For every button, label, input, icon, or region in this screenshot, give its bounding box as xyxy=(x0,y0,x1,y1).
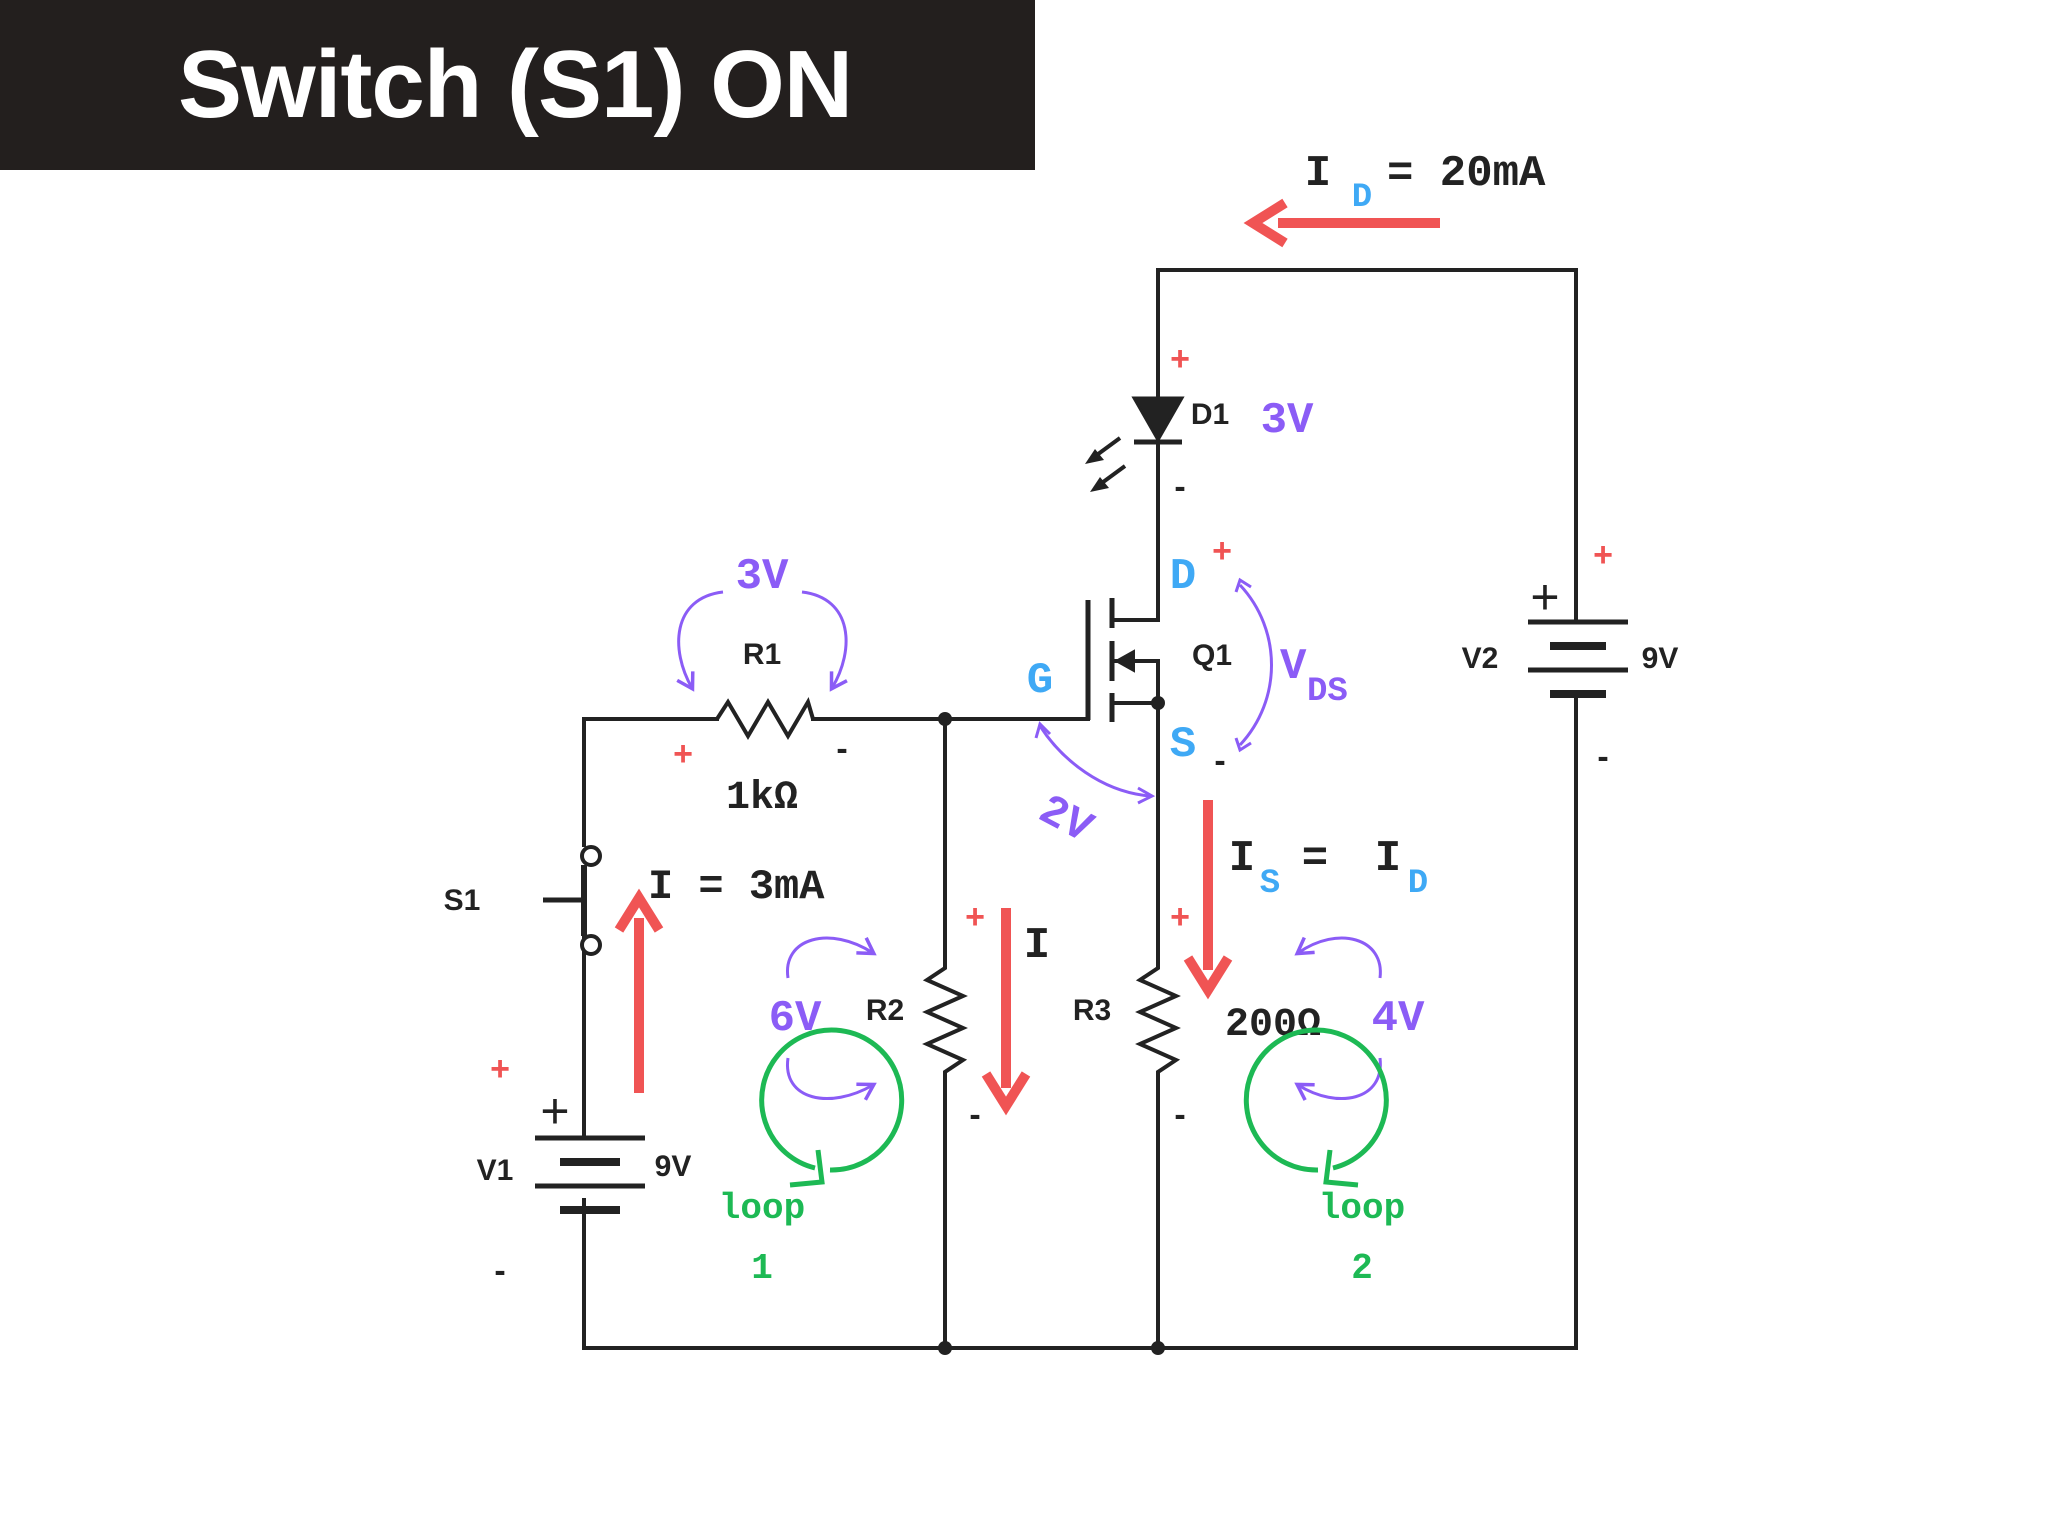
source-current-s1: S xyxy=(1260,865,1280,903)
loop1-current: I = 3mA xyxy=(614,863,825,1093)
r1-name: R1 xyxy=(743,638,781,671)
vgs-annotation: 2V xyxy=(1030,721,1156,855)
v2-plus: + xyxy=(1593,536,1613,574)
q1-drain-label: D xyxy=(1170,552,1196,602)
v1-minus: - xyxy=(494,1252,505,1290)
r2-minus: - xyxy=(969,1096,980,1134)
led-d1: D1 3V + - xyxy=(1085,340,1314,506)
v1-name: V1 xyxy=(477,1154,514,1187)
q1-source-minus: - xyxy=(1214,742,1225,780)
drain-current-value: = 20mA xyxy=(1387,149,1546,199)
battery-v2: + V2 9V + - xyxy=(1462,536,1679,776)
d1-voltage: 3V xyxy=(1261,396,1314,446)
s1-name: S1 xyxy=(444,884,481,917)
r2-current: I xyxy=(981,908,1050,1116)
r1-voltage: 3V xyxy=(736,552,789,602)
drain-current-sub: D xyxy=(1352,179,1372,217)
drain-current-i: I xyxy=(1305,149,1331,199)
r2-name: R2 xyxy=(866,994,904,1027)
loop1-word: loop xyxy=(719,1188,805,1229)
r3-value: 200Ω xyxy=(1225,1003,1321,1048)
r3-plus: + xyxy=(1170,898,1190,936)
source-current-s2: D xyxy=(1408,865,1428,903)
mosfet-q1 xyxy=(1085,598,1160,722)
d1-plus: + xyxy=(1170,340,1190,378)
v1-plus-symbol: + xyxy=(540,1083,569,1139)
v2-value: 9V xyxy=(1642,642,1679,675)
vds-sub: DS xyxy=(1307,673,1348,711)
page-title: Switch (S1) ON xyxy=(178,31,853,138)
vds-annotation: V DS xyxy=(1234,577,1348,753)
q1-gate-label: G xyxy=(1027,656,1053,706)
v2-plus-symbol: + xyxy=(1530,569,1559,625)
v1-plus: + xyxy=(490,1050,510,1088)
v1-value: 9V xyxy=(655,1150,692,1183)
r1-voltage-annotation: 3V xyxy=(676,552,848,692)
d1-minus: - xyxy=(1174,468,1185,506)
mosfet-q1-labels: Q1 G D S + - xyxy=(1027,532,1232,780)
battery-v1: + V1 9V + - xyxy=(477,1050,692,1290)
r2-plus: + xyxy=(965,898,985,936)
resistor-r3: R3 200Ω + - xyxy=(1073,898,1321,1134)
r3-voltage-annotation: 4V xyxy=(1294,936,1425,1101)
resistor-r2: R2 + - xyxy=(866,898,985,1134)
q1-source-label: S xyxy=(1170,720,1196,770)
source-current: I S = I D xyxy=(1183,800,1428,1000)
q1-name: Q1 xyxy=(1192,639,1232,672)
vds-main: V xyxy=(1280,642,1307,692)
r3-voltage: 4V xyxy=(1372,994,1425,1044)
loop1-number: 1 xyxy=(751,1248,773,1289)
loop2-number: 2 xyxy=(1351,1248,1373,1289)
r2-voltage: 6V xyxy=(769,994,822,1044)
title-banner: Switch (S1) ON xyxy=(0,0,1035,170)
r2-voltage-annotation: 6V xyxy=(769,936,877,1101)
r2-current-label: I xyxy=(1024,921,1050,971)
resistor-r1: R1 1kΩ + - xyxy=(673,638,848,821)
loop1-indicator: loop 1 xyxy=(719,1027,905,1289)
drain-current: I D = 20mA xyxy=(1243,149,1546,248)
loop1-current-label: I = 3mA xyxy=(648,863,825,911)
r1-minus: - xyxy=(836,730,847,768)
r3-name: R3 xyxy=(1073,994,1111,1027)
loop2-word: loop xyxy=(1319,1188,1405,1229)
r3-minus: - xyxy=(1174,1096,1185,1134)
v2-name: V2 xyxy=(1462,642,1499,675)
d1-name: D1 xyxy=(1191,398,1229,431)
r1-value: 1kΩ xyxy=(726,776,798,821)
q1-drain-plus: + xyxy=(1212,532,1232,570)
v2-minus: - xyxy=(1597,738,1608,776)
vgs-voltage: 2V xyxy=(1030,786,1101,855)
source-current-eq: = xyxy=(1302,834,1328,884)
r1-plus: + xyxy=(673,735,693,773)
source-current-i2: I xyxy=(1375,834,1401,884)
source-current-i1: I xyxy=(1229,834,1255,884)
loop2-indicator: loop 2 xyxy=(1243,1027,1405,1289)
switch-s1: S1 xyxy=(444,812,602,989)
